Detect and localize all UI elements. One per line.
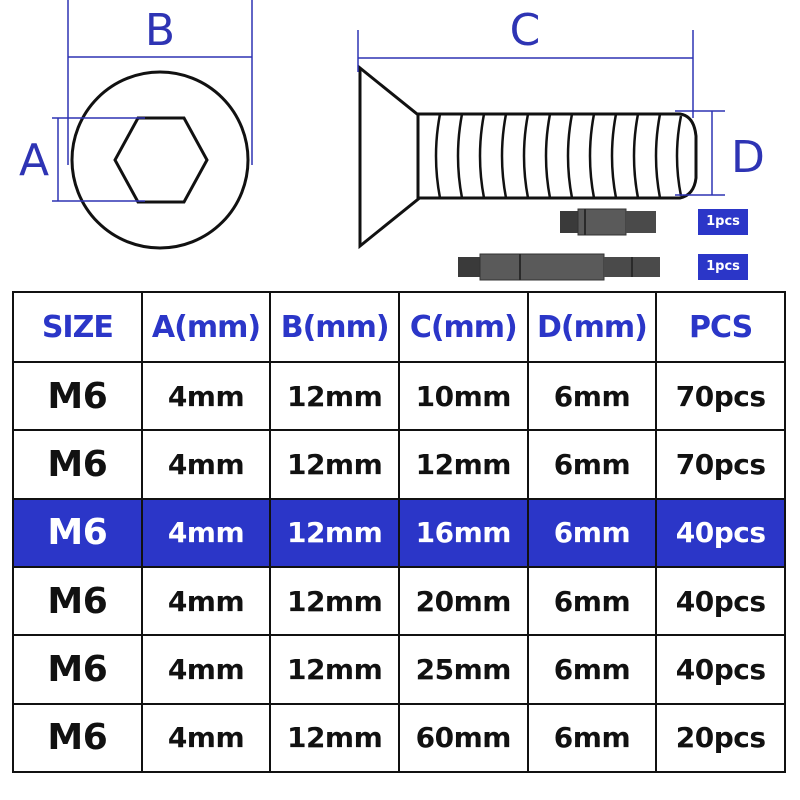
- cell-c: 16mm: [397, 497, 529, 568]
- cell-a: 4mm: [140, 360, 272, 432]
- cell-a: 4mm: [140, 702, 272, 774]
- table-row-highlighted: M6 4mm 12mm 16mm 6mm 40pcs: [12, 497, 786, 568]
- dimension-label-b: B: [145, 5, 175, 56]
- header-b: B(mm): [269, 291, 400, 363]
- cell-pcs: 40pcs: [655, 497, 786, 568]
- bit-qty-badge-long: 1pcs: [698, 254, 748, 280]
- cell-c: 20mm: [397, 565, 529, 637]
- cell-d: 6mm: [526, 429, 658, 500]
- cell-a: 4mm: [140, 497, 272, 568]
- dimension-d: [675, 110, 725, 196]
- hex-bit-long-icon: [458, 253, 660, 281]
- dimension-b: [67, 0, 253, 165]
- cell-a: 4mm: [140, 429, 272, 500]
- cell-c: 10mm: [397, 360, 529, 432]
- dimension-label-a: A: [19, 135, 49, 186]
- cell-c: 60mm: [397, 702, 529, 774]
- table-row: M6 4mm 12mm 25mm 6mm 40pcs: [12, 634, 786, 705]
- header-c: C(mm): [397, 291, 529, 363]
- spec-table: SIZE A(mm) B(mm) C(mm) D(mm) PCS M6 4mm …: [12, 291, 786, 774]
- cell-pcs: 40pcs: [655, 634, 786, 705]
- cell-c: 25mm: [397, 634, 529, 705]
- screw-dimension-diagram: B A C D: [19, 0, 765, 281]
- header-size: SIZE: [12, 291, 143, 363]
- screw-head-top-view: [70, 70, 250, 250]
- cell-pcs: 40pcs: [655, 565, 786, 637]
- dimension-c: [357, 30, 694, 118]
- dimension-label-d: D: [731, 132, 765, 183]
- cell-d: 6mm: [526, 497, 658, 568]
- cell-b: 12mm: [269, 565, 400, 637]
- cell-d: 6mm: [526, 702, 658, 774]
- cell-size: M6: [12, 360, 143, 432]
- cell-a: 4mm: [140, 634, 272, 705]
- header-d: D(mm): [526, 291, 658, 363]
- cell-c: 12mm: [397, 429, 529, 500]
- bit-qty-badge-short: 1pcs: [698, 209, 748, 235]
- table-row: M6 4mm 12mm 60mm 6mm 20pcs: [12, 702, 786, 774]
- cell-b: 12mm: [269, 360, 400, 432]
- table-row: M6 4mm 12mm 12mm 6mm 70pcs: [12, 429, 786, 500]
- dimension-label-c: C: [510, 5, 541, 56]
- cell-a: 4mm: [140, 565, 272, 637]
- cell-pcs: 20pcs: [655, 702, 786, 774]
- cell-size: M6: [12, 565, 143, 637]
- cell-b: 12mm: [269, 634, 400, 705]
- cell-d: 6mm: [526, 634, 658, 705]
- cell-size: M6: [12, 429, 143, 500]
- table-header-row: SIZE A(mm) B(mm) C(mm) D(mm) PCS: [12, 291, 786, 363]
- hex-bit-short-icon: [560, 208, 656, 236]
- hex-socket-icon: [113, 116, 209, 204]
- cell-d: 6mm: [526, 565, 658, 637]
- cell-b: 12mm: [269, 702, 400, 774]
- header-a: A(mm): [140, 291, 272, 363]
- table-row: M6 4mm 12mm 20mm 6mm 40pcs: [12, 565, 786, 637]
- cell-d: 6mm: [526, 360, 658, 432]
- table-row: M6 4mm 12mm 10mm 6mm 70pcs: [12, 360, 786, 432]
- cell-pcs: 70pcs: [655, 429, 786, 500]
- cell-b: 12mm: [269, 497, 400, 568]
- dimension-a: [52, 117, 145, 202]
- header-pcs: PCS: [655, 291, 786, 363]
- cell-pcs: 70pcs: [655, 360, 786, 432]
- screw-side-view: [358, 64, 698, 250]
- cell-size: M6: [12, 634, 143, 705]
- cell-size: M6: [12, 702, 143, 774]
- cell-b: 12mm: [269, 429, 400, 500]
- cell-size: M6: [12, 497, 143, 568]
